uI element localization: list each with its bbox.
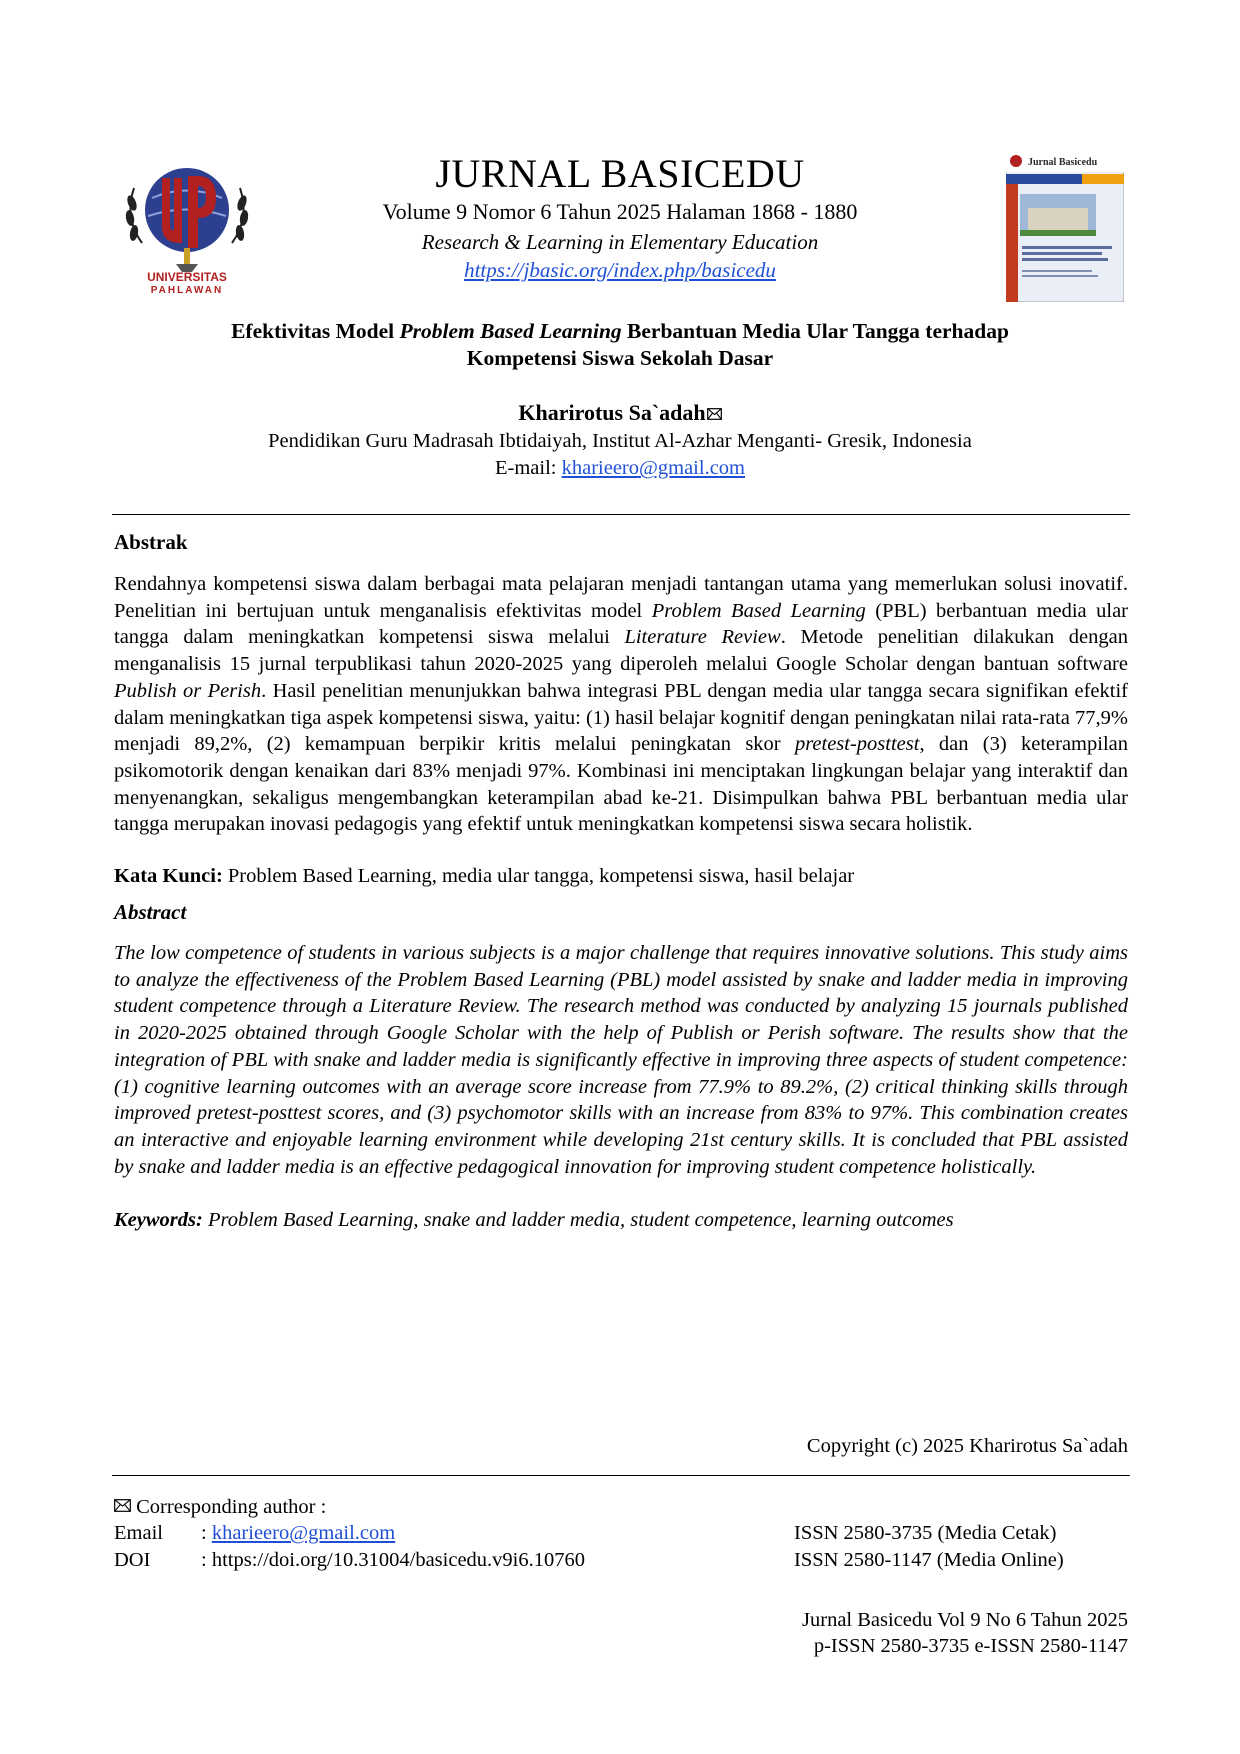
author-name: Kharirotus Sa`adah (120, 400, 1120, 426)
author-text: Kharirotus Sa`adah (518, 400, 706, 425)
paper-title: Efektivitas Model Problem Based Learning… (120, 318, 1120, 372)
journal-url-link[interactable]: https://jbasic.org/index.php/basicedu (464, 258, 776, 282)
footer-journal-line2: p-ISSN 2580-3735 e-ISSN 2580-1147 (813, 1635, 1128, 1657)
journal-volume: Volume 9 Nomor 6 Tahun 2025 Halaman 1868… (382, 199, 858, 224)
footer-doi-label: DOI (114, 1549, 151, 1571)
abstrak-text-5: , dan (3) keterampilan psikomotorik deng… (114, 733, 1128, 836)
envelope-icon (706, 400, 722, 426)
footer-email-sep: : (201, 1522, 212, 1544)
abstrak-italic-1: Problem Based Learning (651, 599, 866, 622)
logo-text-line2: PAHLAWAN (151, 285, 223, 296)
author-email-link[interactable]: kharieero@gmail.com (561, 457, 745, 479)
footer-doi: : https://doi.org/10.31004/basicedu.v9i6… (201, 1549, 585, 1571)
header-divider (112, 514, 1130, 515)
title-italic: Problem Based Learning (399, 319, 622, 343)
corresponding-label: Corresponding author : (131, 1496, 327, 1518)
university-logo-icon: UNIVERSITAS PAHLAWAN (112, 148, 262, 298)
abstrak-keywords: Kata Kunci: Problem Based Learning, medi… (114, 863, 1128, 890)
footer-email-link[interactable]: kharieero@gmail.com (211, 1522, 396, 1544)
journal-cover-icon: Jurnal Basicedu (1005, 149, 1125, 303)
footer-divider (112, 1475, 1130, 1476)
author-email-line: E-mail: kharieero@gmail.com (120, 457, 1120, 480)
title-part1: Efektivitas Model (231, 319, 400, 343)
journal-url: https://jbasic.org/index.php/basicedu (300, 258, 940, 283)
journal-title: JURNAL BASICEDU (435, 151, 805, 196)
title-line2: Kompetensi Siswa Sekolah Dasar (466, 346, 774, 370)
abstract-body: The low competence of students in variou… (114, 942, 1128, 1178)
author-affiliation: Pendidikan Guru Madrasah Ibtidaiyah, Ins… (268, 430, 972, 452)
abstrak-italic-3: Publish or Perish (114, 679, 262, 702)
abstract-heading: Abstract (114, 900, 187, 924)
keywords-values: Problem Based Learning, snake and ladder… (202, 1209, 954, 1231)
abstrak-text-4: . Hasil penelitian menunjukkan bahwa int… (114, 679, 1128, 756)
email-label: E-mail: (495, 457, 562, 479)
abstrak-body: Rendahnya kompetensi siswa dalam berbaga… (114, 571, 1128, 838)
abstrak-heading: Abstrak (114, 530, 188, 554)
kata-kunci-label: Kata Kunci: (114, 865, 223, 887)
footer-journal-line1: Jurnal Basicedu Vol 9 No 6 Tahun 2025 (802, 1609, 1128, 1631)
logo-text-line1: UNIVERSITAS (147, 270, 227, 284)
title-part2: Berbantuan Media Ular Tangga terhadap (621, 319, 1009, 343)
issn-online: ISSN 2580-1147 (Media Online) (794, 1549, 1064, 1571)
footer-email: : kharieero@gmail.com (201, 1522, 395, 1545)
envelope-icon (114, 1495, 131, 1518)
abstract-keywords: Keywords: Problem Based Learning, snake … (114, 1207, 1128, 1234)
keywords-label: Keywords: (114, 1209, 203, 1231)
abstrak-text-2: (PBL) berbantuan media ular tangga dalam… (114, 599, 1128, 649)
footer-email-label: Email (114, 1522, 163, 1544)
abstrak-text-3: . Metode penelitian dilakukan dengan men… (114, 626, 1128, 676)
abstrak-italic-4: pretest-posttest (794, 733, 920, 756)
abstrak-italic-2: Literature Review (624, 626, 781, 649)
cover-title: Jurnal Basicedu (1028, 157, 1098, 168)
kata-kunci-values: Problem Based Learning, media ular tangg… (222, 865, 855, 887)
issn-print: ISSN 2580-3735 (Media Cetak) (794, 1522, 1057, 1544)
abstrak-text-1: Rendahnya kompetensi siswa dalam berbaga… (114, 573, 1128, 622)
footer-journal-info: Jurnal Basicedu Vol 9 No 6 Tahun 2025 p-… (802, 1607, 1128, 1659)
copyright: Copyright (c) 2025 Kharirotus Sa`adah (806, 1435, 1128, 1457)
journal-tagline: Research & Learning in Elementary Educat… (421, 230, 819, 254)
corresponding-author: Corresponding author : (114, 1495, 326, 1519)
